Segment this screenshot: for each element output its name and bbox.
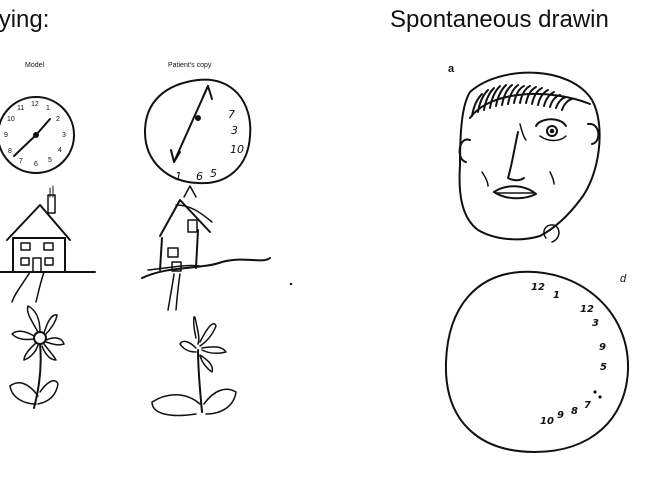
- svg-text:3: 3: [62, 132, 66, 139]
- model-clock-numbers: 12 1 2 3 4 5 6 7 8 9 10 11: [4, 101, 66, 168]
- model-clock-drawing: [0, 96, 75, 174]
- svg-text:9: 9: [557, 410, 564, 421]
- svg-text:12: 12: [580, 304, 594, 315]
- patient-copy-label: Patient's copy: [168, 62, 212, 69]
- svg-text:10: 10: [230, 143, 244, 156]
- svg-text:9: 9: [599, 342, 606, 353]
- svg-text:1: 1: [553, 290, 560, 301]
- spontaneous-drawing-heading: Spontaneous drawin: [390, 6, 609, 33]
- svg-text:7: 7: [584, 400, 591, 411]
- model-house-drawing: [0, 185, 96, 303]
- svg-text:2: 2: [56, 116, 60, 123]
- svg-text:3: 3: [592, 318, 599, 329]
- model-flower-drawing: [9, 305, 65, 409]
- svg-text:6: 6: [34, 161, 38, 168]
- svg-text:10: 10: [540, 416, 554, 427]
- svg-text:12: 12: [531, 282, 545, 293]
- svg-text:1: 1: [175, 170, 182, 183]
- stray-dot: [289, 282, 293, 286]
- patient-clock-drawing: [144, 78, 252, 185]
- model-label: Model: [25, 62, 45, 69]
- svg-text:5: 5: [48, 157, 52, 164]
- svg-text:9: 9: [4, 132, 8, 139]
- patient-house-drawing: [141, 185, 271, 311]
- copying-heading: opying:: [0, 6, 50, 33]
- spontaneous-clock-drawing: [444, 270, 630, 453]
- svg-text:10: 10: [7, 116, 15, 123]
- svg-text:4: 4: [58, 147, 62, 154]
- spontaneous-clock-dot: [598, 395, 602, 399]
- panel-letter-a: a: [448, 63, 455, 75]
- patient-clock-numbers: 7 3 10 1 6 5: [175, 108, 244, 183]
- svg-text:1: 1: [46, 105, 50, 112]
- panel-letter-d: d: [620, 273, 627, 285]
- spontaneous-clock-numbers: 12 1 12 3 9 5 10 9 8 7: [531, 282, 607, 427]
- svg-text:11: 11: [17, 105, 24, 112]
- svg-text:8: 8: [571, 406, 578, 417]
- svg-text:5: 5: [600, 362, 607, 373]
- svg-text:12: 12: [31, 101, 39, 108]
- spontaneous-face-drawing: [458, 71, 601, 243]
- svg-text:7: 7: [19, 158, 23, 165]
- svg-text:5: 5: [210, 167, 217, 180]
- patient-flower-drawing: [151, 316, 237, 417]
- svg-text:7: 7: [228, 108, 235, 121]
- svg-text:3: 3: [231, 124, 238, 137]
- svg-text:6: 6: [196, 170, 203, 183]
- spontaneous-clock-dot: [593, 390, 597, 394]
- svg-text:8: 8: [8, 148, 12, 155]
